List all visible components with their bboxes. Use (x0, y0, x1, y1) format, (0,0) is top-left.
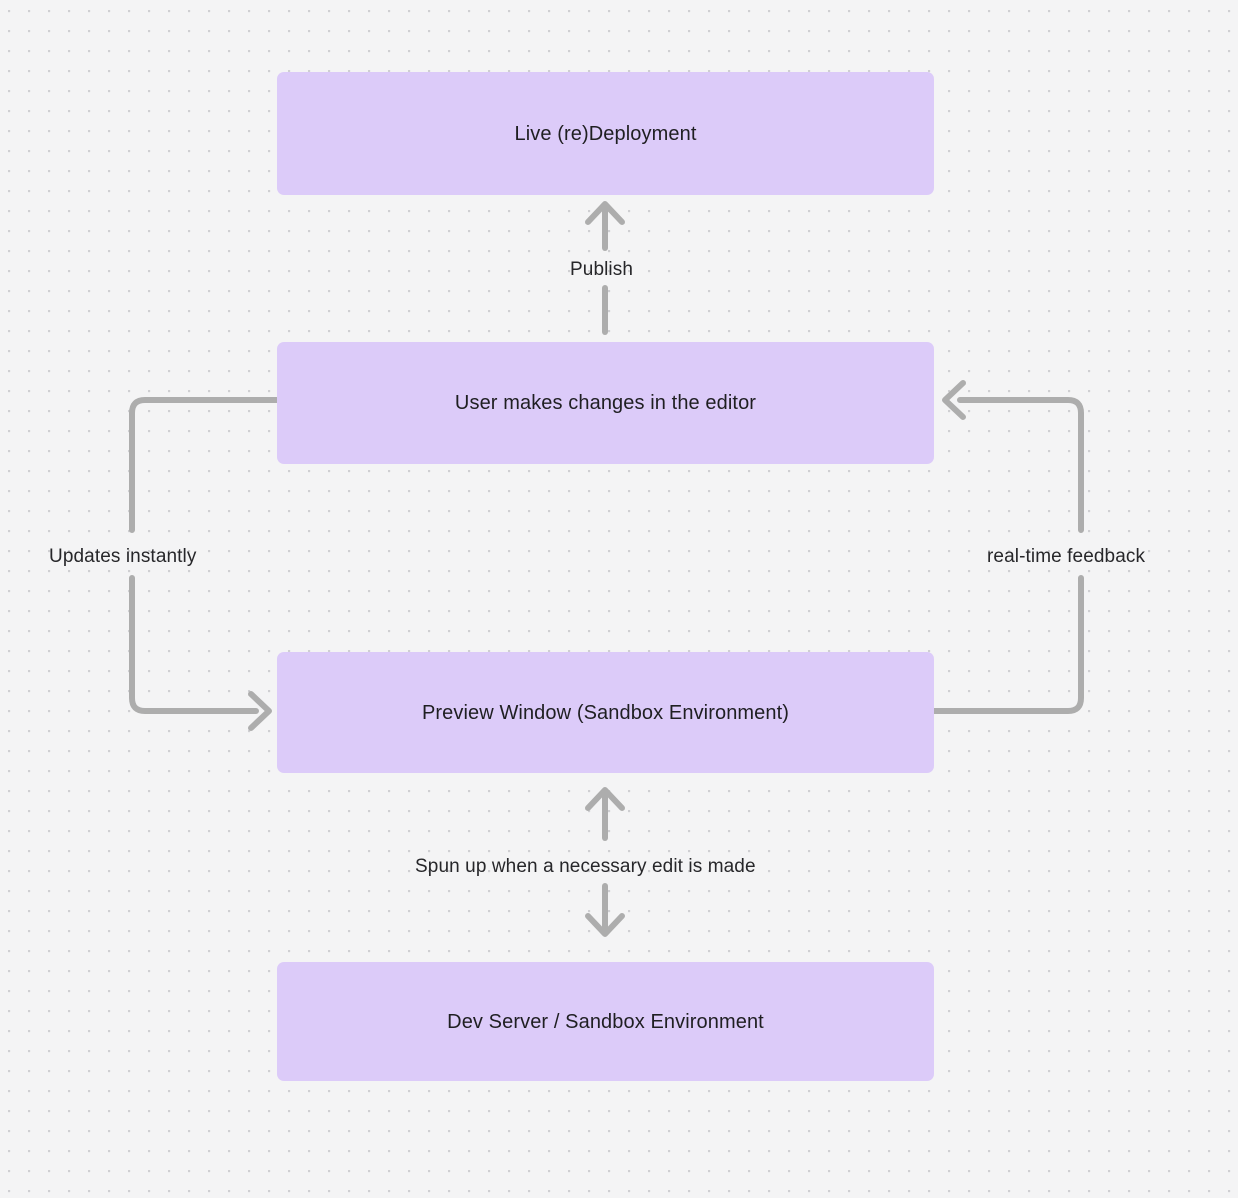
node-preview-window[interactable]: Preview Window (Sandbox Environment) (277, 652, 934, 773)
node-dev-server-label: Dev Server / Sandbox Environment (447, 1010, 764, 1033)
edge-spunup-arrowhead-up-icon (585, 787, 625, 811)
edge-realtime-arrowhead-icon (942, 380, 966, 420)
node-preview-window-label: Preview Window (Sandbox Environment) (421, 701, 790, 724)
edge-realtime-line-upper (957, 397, 1084, 533)
node-user-makes-changes[interactable]: User makes changes in the editor (277, 342, 934, 464)
edge-label-spun-up[interactable]: Spun up when a necessary edit is made (415, 856, 756, 877)
edge-updates-line-lower (129, 575, 259, 714)
edge-label-real-time-feedback[interactable]: real-time feedback (987, 546, 1146, 567)
node-dev-server[interactable]: Dev Server / Sandbox Environment (277, 962, 934, 1081)
edge-realtime-line-lower (931, 575, 1084, 714)
edge-updates-arrowhead-icon (248, 691, 272, 731)
edge-publish-arrowhead-icon (585, 201, 625, 225)
edge-spunup-arrowhead-down-icon (585, 913, 625, 937)
node-live-redeployment[interactable]: Live (re)Deployment (277, 72, 934, 195)
edge-label-updates-instantly[interactable]: Updates instantly (49, 546, 197, 567)
edge-label-publish[interactable]: Publish (570, 259, 634, 280)
node-live-redeployment-label: Live (re)Deployment (514, 122, 697, 145)
node-user-makes-changes-label: User makes changes in the editor (454, 392, 757, 414)
edge-updates-line-upper (129, 397, 280, 533)
